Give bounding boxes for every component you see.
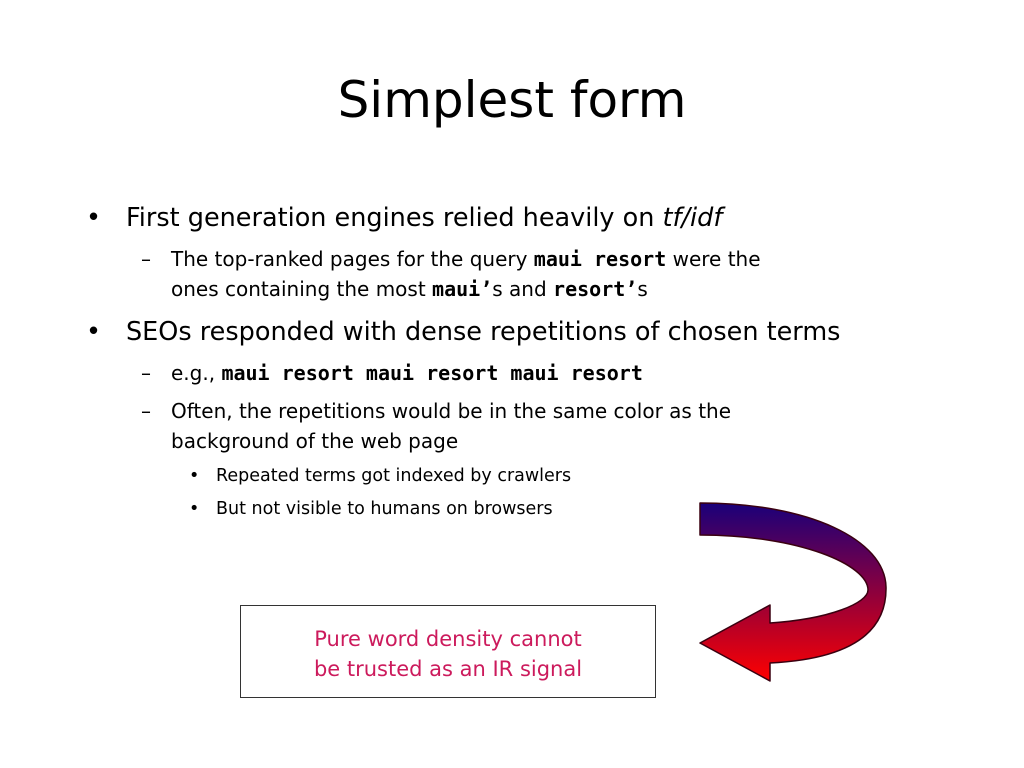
sub-bullet-often: – Often, the repetitions would be in the… [141,396,732,456]
curved-arrow-icon [699,502,887,682]
sub-text: were the [666,247,761,271]
sub-text: e.g., [171,361,222,385]
bullet-text: SEOs responded with dense repetitions of… [126,317,841,347]
dash-mark: – [141,247,151,271]
bullet-first-generation: • First generation engines relied heavil… [86,203,723,233]
sub3-text: Repeated terms got indexed by crawlers [216,466,572,486]
sub-text: s and [492,277,554,301]
sub-line-2: ones containing the most maui’s and reso… [171,274,761,304]
bullet-mark: • [189,466,200,486]
bullet-seos-responded: • SEOs responded with dense repetitions … [86,317,841,347]
sub3-text: But not visible to humans on browsers [216,499,553,519]
callout-line-2: be trusted as an IR signal [313,657,583,681]
query-code: maui resort [533,247,667,271]
bullet-mark: • [86,317,102,347]
bullet-emphasis: tf/idf [662,203,723,233]
sub-line-1: The top-ranked pages for the query maui … [171,244,761,274]
sub-line-2: background of the web page [171,429,459,453]
bullet-mark: • [189,499,200,519]
callout-line-1: Pure word density cannot [314,627,582,651]
repetition-code: maui resort maui resort maui resort [221,361,643,385]
slide-title: Simplest form [337,71,687,129]
sub3-bullet-indexed: • Repeated terms got indexed by crawlers [189,464,572,488]
dash-mark: – [141,361,151,385]
term-code-resort: resort’ [553,277,638,301]
bullet-text: First generation engines relied heavily … [126,203,663,233]
sub-text: ones containing the most [171,277,433,301]
sub-bullet-example: – e.g., maui resort maui resort maui res… [141,358,643,388]
term-code-maui: maui’ [432,277,493,301]
sub-bullet-top-ranked: – The top-ranked pages for the query mau… [141,244,761,304]
bullet-mark: • [86,203,102,233]
dash-mark: – [141,399,151,423]
sub-text: The top-ranked pages for the query [171,247,534,271]
sub-text: s [637,277,648,301]
sub3-bullet-not-visible: • But not visible to humans on browsers [189,497,553,521]
callout-box: Pure word density cannot be trusted as a… [240,605,656,698]
sub-line-1: Often, the repetitions would be in the s… [171,399,732,423]
